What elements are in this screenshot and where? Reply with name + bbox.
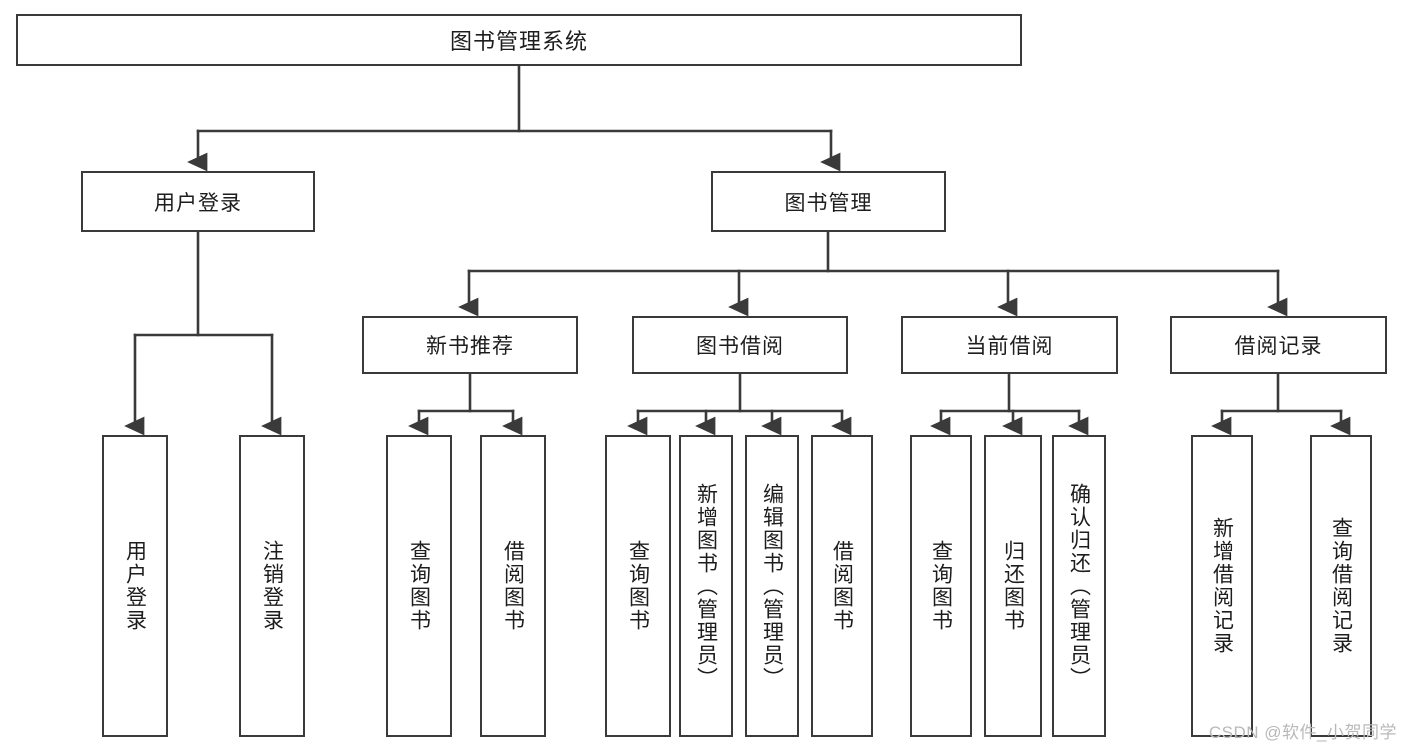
node-current-borrow[interactable]: 当前借阅 — [901, 316, 1118, 374]
node-leaf-borrow-book-1[interactable]: 借阅图书 — [480, 435, 546, 737]
node-leaf-return-book-label: 归还图书 — [1001, 540, 1025, 632]
node-book-manage[interactable]: 图书管理 — [711, 171, 946, 232]
node-leaf-borrow-book-1-label: 借阅图书 — [501, 540, 525, 632]
node-leaf-query-book-1-label: 查询图书 — [407, 540, 431, 632]
node-leaf-confirm-return[interactable]: 确认归还（管理员） — [1052, 435, 1106, 737]
node-leaf-add-book[interactable]: 新增图书（管理员） — [679, 435, 733, 737]
node-root-label: 图书管理系统 — [449, 29, 588, 54]
node-leaf-add-record[interactable]: 新增借阅记录 — [1191, 435, 1253, 737]
node-leaf-logout-label: 注销登录 — [260, 540, 284, 632]
node-leaf-add-book-label: 新增图书（管理员） — [694, 482, 718, 690]
node-leaf-edit-book[interactable]: 编辑图书（管理员） — [745, 435, 799, 737]
node-new-book-rec-label: 新书推荐 — [426, 335, 514, 358]
node-leaf-query-book-3[interactable]: 查询图书 — [910, 435, 972, 737]
node-borrow-record[interactable]: 借阅记录 — [1170, 316, 1387, 374]
node-leaf-logout[interactable]: 注销登录 — [239, 435, 305, 737]
node-new-book-rec[interactable]: 新书推荐 — [362, 316, 578, 374]
node-current-borrow-label: 当前借阅 — [965, 335, 1054, 358]
node-borrow-record-label: 借阅记录 — [1234, 335, 1323, 358]
node-leaf-query-record-label: 查询借阅记录 — [1329, 517, 1353, 655]
node-user-login-label: 用户登录 — [154, 191, 242, 215]
node-leaf-query-book-2[interactable]: 查询图书 — [605, 435, 671, 737]
node-book-borrow[interactable]: 图书借阅 — [632, 316, 848, 374]
node-leaf-confirm-return-label: 确认归还（管理员） — [1067, 482, 1091, 690]
watermark: CSDN @软件_小贺同学 — [1208, 723, 1397, 742]
node-user-login[interactable]: 用户登录 — [81, 171, 315, 232]
node-leaf-borrow-book-2-label: 借阅图书 — [830, 540, 854, 632]
node-leaf-borrow-book-2[interactable]: 借阅图书 — [811, 435, 873, 737]
node-book-manage-label: 图书管理 — [784, 191, 873, 215]
node-book-borrow-label: 图书借阅 — [696, 335, 784, 358]
node-leaf-add-record-label: 新增借阅记录 — [1210, 517, 1234, 655]
node-leaf-query-book-1[interactable]: 查询图书 — [386, 435, 452, 737]
node-leaf-user-login[interactable]: 用户登录 — [102, 435, 168, 737]
node-leaf-query-book-2-label: 查询图书 — [626, 540, 650, 632]
node-leaf-return-book[interactable]: 归还图书 — [984, 435, 1042, 737]
node-leaf-query-book-3-label: 查询图书 — [929, 540, 953, 632]
node-root[interactable]: 图书管理系统 — [16, 14, 1022, 66]
node-leaf-query-record[interactable]: 查询借阅记录 — [1310, 435, 1372, 737]
node-leaf-edit-book-label: 编辑图书（管理员） — [760, 482, 784, 690]
node-leaf-user-login-label: 用户登录 — [123, 540, 147, 632]
